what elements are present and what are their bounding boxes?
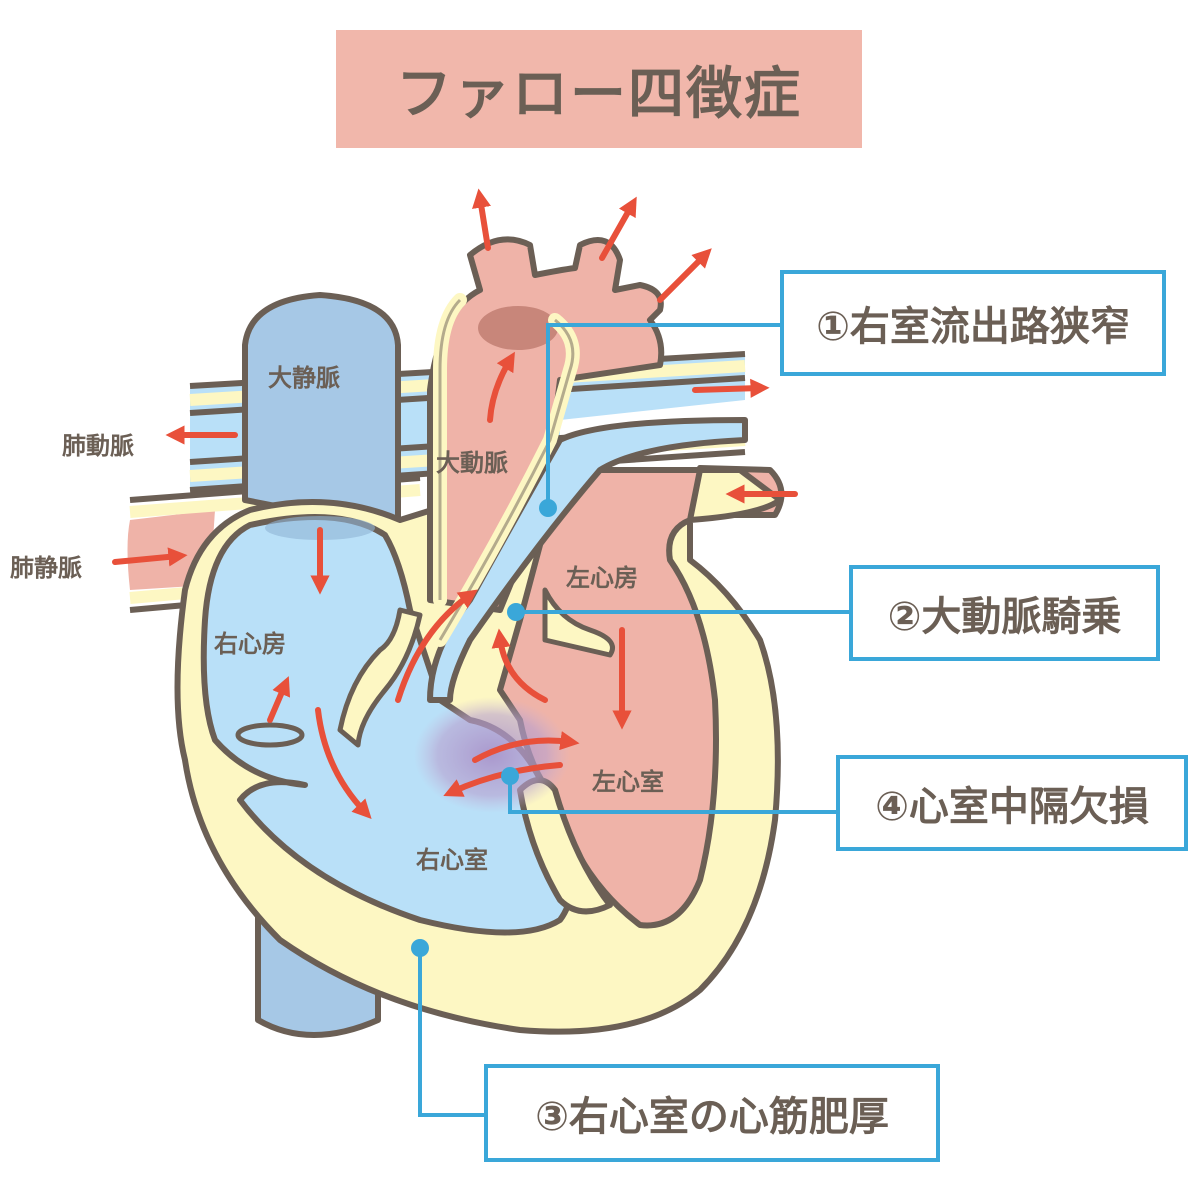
arrow-up-1 bbox=[472, 188, 491, 251]
label-left-ventricle: 左心室 bbox=[592, 768, 664, 796]
arrow-ra-down bbox=[315, 707, 372, 819]
callout-4: ④心室中隔欠損 bbox=[836, 755, 1188, 851]
arrow-pv-left bbox=[112, 547, 188, 567]
callout-3-label: ③右心室の心筋肥厚 bbox=[535, 1094, 889, 1140]
label-pulmonary-vein: 肺静脈 bbox=[10, 554, 82, 582]
atrial-septum bbox=[542, 587, 615, 658]
right-chambers bbox=[200, 514, 575, 936]
arrow-ra-up bbox=[267, 676, 291, 723]
arrow-pa-right bbox=[692, 378, 770, 398]
label-aorta: 大動脈 bbox=[436, 449, 508, 477]
arrow-lv-up bbox=[491, 628, 548, 703]
callout-lines bbox=[418, 323, 850, 1117]
arrow-up-3 bbox=[657, 248, 712, 303]
label-pulmonary-artery: 肺動脈 bbox=[62, 432, 134, 460]
superior-vena-cava bbox=[242, 292, 401, 533]
callout-1-label: ①右室流出路狭窄 bbox=[816, 304, 1130, 350]
valve-tongue bbox=[337, 607, 423, 748]
callout-3: ③右心室の心筋肥厚 bbox=[484, 1064, 940, 1162]
arrow-aorta bbox=[487, 351, 515, 423]
callout-2-label: ②大動脈騎乗 bbox=[887, 594, 1122, 640]
callout-4-label: ④心室中隔欠損 bbox=[875, 784, 1149, 830]
callout-2: ②大動脈騎乗 bbox=[849, 565, 1160, 661]
label-left-atrium: 左心房 bbox=[566, 564, 638, 592]
callout-1: ①右室流出路狭窄 bbox=[780, 270, 1166, 376]
label-right-atrium: 右心房 bbox=[214, 630, 286, 658]
arrow-rv-up bbox=[395, 589, 478, 703]
arrow-up-2 bbox=[599, 196, 637, 261]
label-right-ventricle: 右心室 bbox=[416, 846, 488, 874]
callout-dots bbox=[411, 499, 557, 957]
tricuspid-valve bbox=[235, 722, 305, 748]
page-title: ファロー四徴症 bbox=[396, 61, 802, 127]
aortic-valve-shadow bbox=[478, 306, 558, 350]
arrow-vsd-right bbox=[472, 731, 580, 763]
title-banner: ファロー四徴症 bbox=[336, 30, 862, 148]
label-superior-vena-cava: 大静脈 bbox=[268, 364, 340, 392]
